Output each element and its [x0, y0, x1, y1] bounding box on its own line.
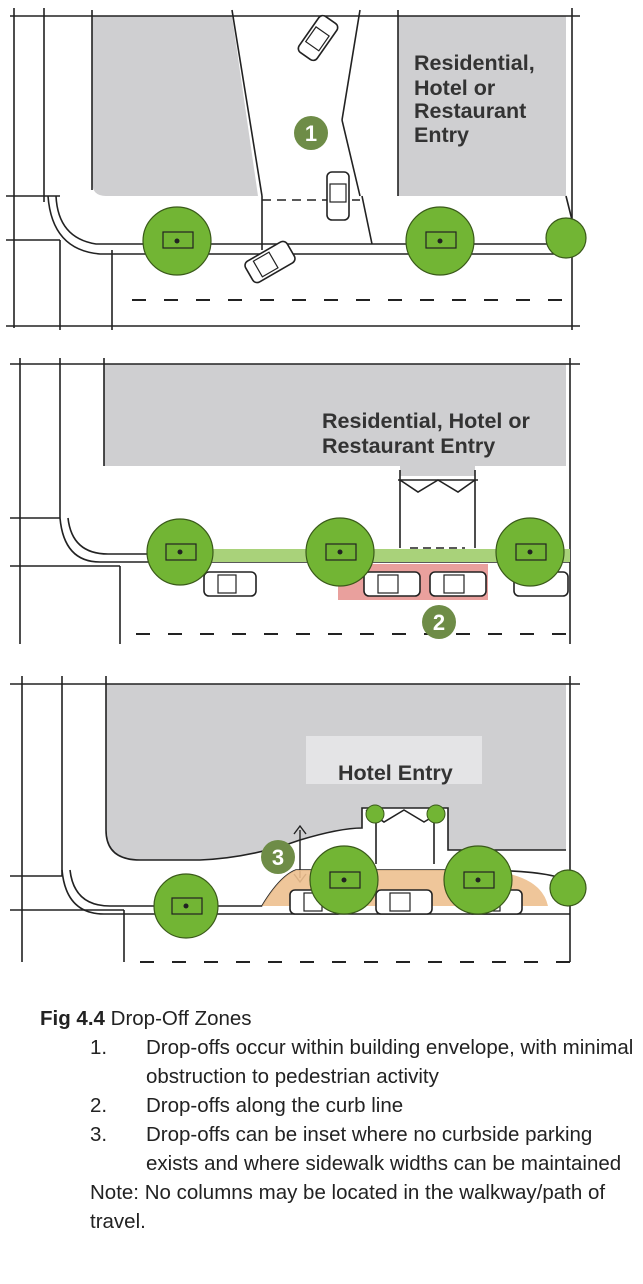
list-item-text: Drop-offs can be inset where no curbside…	[146, 1123, 622, 1175]
tree-icon	[495, 517, 565, 587]
car-icon	[375, 889, 433, 915]
car-icon	[297, 14, 339, 62]
list-item: 2. Drop-offs along the curb line	[40, 1091, 640, 1120]
tree-icon	[153, 873, 219, 939]
label-backdrop	[310, 404, 550, 466]
list-item: 1. Drop-offs occur within building envelo…	[40, 1033, 640, 1091]
figure-caption: Fig 4.4 Drop-Off Zones 1. Drop-offs occur…	[40, 1004, 640, 1236]
car-icon	[244, 240, 296, 284]
building-right	[398, 16, 566, 196]
figure-number: Fig 4.4	[40, 1007, 105, 1030]
tree-icon	[549, 869, 587, 907]
tree-icon	[146, 518, 214, 586]
list-item: 3. Drop-offs can be inset where no curbsi…	[40, 1120, 640, 1178]
label-backdrop	[306, 736, 482, 784]
entry-label-3-line: Hotel Entry	[338, 761, 453, 785]
entry-label-2-line: Residential, Hotel or	[322, 409, 531, 433]
badge-1: 1	[294, 116, 328, 150]
tree-icon	[443, 845, 513, 915]
badge-2: 2	[422, 605, 456, 639]
caption-list: 1. Drop-offs occur within building envelo…	[40, 1033, 640, 1178]
list-item-number: 1.	[90, 1036, 108, 1059]
entry-label-1-line: Restaurant	[414, 99, 526, 123]
diagram-panel-2: 2 Residential, Hotel or Restaurant Entry	[0, 352, 643, 652]
diagram-panel-3: 3 Hotel Entry	[0, 670, 643, 970]
caption-note: Note: No columns may be located in the w…	[90, 1181, 606, 1233]
panel-1-drawing: 1 Residential, Hotel or Restaurant Entry	[6, 8, 587, 330]
list-item-number: 2.	[90, 1094, 108, 1117]
panel-3-drawing: 3 Hotel Entry	[10, 676, 587, 963]
figure-title: Drop-Off Zones	[110, 1007, 252, 1030]
caption-title: Fig 4.4 Drop-Off Zones	[40, 1004, 640, 1033]
panel-2-drawing: 2 Residential, Hotel or Restaurant Entry	[10, 358, 580, 644]
list-item-text: Drop-offs occur within building envelope…	[146, 1036, 634, 1088]
car-icon	[429, 571, 487, 597]
car-icon	[363, 571, 421, 597]
tree-icon	[405, 206, 475, 276]
tree-icon	[365, 804, 385, 824]
car-icon	[326, 171, 350, 221]
diagram-panel-1: 1 Residential, Hotel or Restaurant Entry	[0, 0, 643, 340]
list-item-text: Drop-offs along the curb line	[146, 1094, 404, 1117]
tree-icon	[142, 206, 212, 276]
entry-label-1-line: Hotel or	[414, 76, 496, 100]
entry-label-1-line: Residential,	[414, 51, 535, 75]
list-item-number: 3.	[90, 1123, 108, 1146]
entry-label-2-line: Restaurant Entry	[322, 434, 495, 458]
tree-icon	[309, 845, 379, 915]
tree-icon	[426, 804, 446, 824]
badge-1-number: 1	[305, 121, 317, 146]
building-left	[92, 16, 258, 196]
tree-icon	[545, 217, 587, 259]
badge-3-number: 3	[272, 845, 284, 870]
entry-label-1: Residential, Hotel or Restaurant Entry	[414, 51, 541, 147]
entry-label-2: Residential, Hotel or Restaurant Entry	[322, 409, 536, 458]
car-icon	[203, 571, 257, 597]
badge-3: 3	[261, 840, 295, 874]
entry-label-3: Hotel Entry	[338, 761, 453, 785]
tree-icon	[305, 517, 375, 587]
badge-2-number: 2	[433, 610, 445, 635]
entry-label-1-line: Entry	[414, 123, 469, 147]
